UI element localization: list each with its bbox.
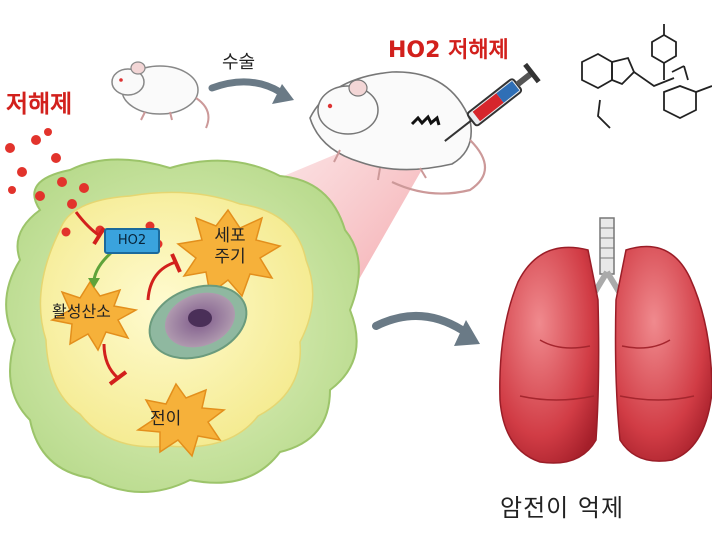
chemical-structure-icon <box>581 24 712 129</box>
metastasis-suppression-label: 암전이 억제 <box>500 494 625 522</box>
ho2-inhibitor-label: HO2 저해제 <box>388 38 509 63</box>
cell-cycle-label-line2: 주기 <box>214 247 246 267</box>
ho2-box: HO2 <box>104 228 160 254</box>
cell-cycle-starburst <box>176 208 282 298</box>
inhibitor-label: 저해제 <box>6 90 73 118</box>
ho2-to-ros-arrow <box>92 250 113 281</box>
ros-to-cellcycle-marker <box>146 260 177 301</box>
ros-to-cellcycle-bar <box>170 253 182 273</box>
surgery-label: 수술 <box>222 52 256 73</box>
mouse-icon <box>111 61 210 129</box>
metastasis-label: 전이 <box>150 409 182 429</box>
arrow-icon <box>208 78 284 96</box>
arrow-icon <box>372 312 466 334</box>
ros-label: 활성산소 <box>52 302 111 321</box>
ros-to-metastasis-bar <box>108 370 128 386</box>
cell-cycle-label-line1: 세포 <box>214 226 246 246</box>
mouse-icon <box>309 71 486 195</box>
arrow-head <box>454 320 480 346</box>
inhibitor-to-ho2-bar <box>92 226 106 246</box>
ros-starburst <box>49 280 139 352</box>
nucleus-icon <box>148 284 248 360</box>
syringe-icon <box>444 62 541 142</box>
lungs-icon <box>499 217 712 464</box>
metastasis-starburst <box>135 382 227 458</box>
ho2-to-ros-arrowhead <box>88 278 100 288</box>
cell-cycle-label: 세포 주기 <box>200 226 260 268</box>
arrow-head <box>272 84 294 104</box>
ros-to-metastasis-marker <box>102 343 120 380</box>
magnification-beam <box>250 120 440 330</box>
